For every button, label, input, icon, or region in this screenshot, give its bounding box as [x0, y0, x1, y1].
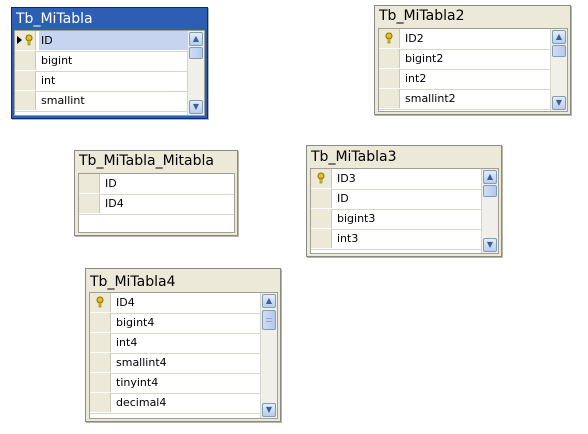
table-tb-mitabla2[interactable]: Tb_MiTabla2 ID2 bigint2 int2 smallint2 ▲: [374, 5, 571, 115]
column-row[interactable]: ID4: [90, 293, 277, 314]
column-name: ID: [105, 177, 117, 190]
scroll-up-arrow-icon[interactable]: ▲: [262, 294, 276, 308]
column-row[interactable]: ID3: [311, 169, 498, 190]
row-selector[interactable]: [311, 169, 332, 188]
key-icon: [25, 34, 33, 46]
row-selector[interactable]: [90, 313, 111, 332]
scroll-thumb[interactable]: [483, 185, 497, 197]
table-title[interactable]: Tb_MiTabla_Mitabla: [79, 153, 214, 169]
row-selector[interactable]: [90, 293, 111, 312]
column-row[interactable]: bigint2: [379, 49, 567, 70]
column-row[interactable]: bigint3: [311, 209, 498, 230]
table-tb-mitabla3[interactable]: Tb_MiTabla3 ID3 ID bigint3 int3 ▲: [306, 145, 502, 257]
column-name: bigint4: [116, 316, 155, 329]
table-tb-mitabla-mitabla[interactable]: Tb_MiTabla_Mitabla ID ID4: [74, 150, 238, 236]
scroll-up-arrow-icon[interactable]: ▲: [552, 30, 566, 44]
column-name: int4: [116, 336, 138, 349]
vertical-scrollbar[interactable]: ▲ ▼: [260, 293, 277, 418]
column-list[interactable]: ID2 bigint2 int2 smallint2 ▲ ▼: [378, 28, 568, 112]
column-name: int3: [337, 232, 359, 245]
column-name: ID4: [105, 197, 124, 210]
table-title[interactable]: Tb_MiTabla2: [379, 8, 465, 24]
row-selector[interactable]: [15, 91, 36, 110]
column-name: smallint2: [405, 92, 456, 105]
scroll-thumb[interactable]: [552, 45, 566, 57]
row-selector[interactable]: [379, 89, 400, 108]
column-row[interactable]: ID: [79, 174, 234, 195]
table-tb-mitabla[interactable]: Tb_MiTabla ID bigint int smallint ▲: [11, 7, 208, 119]
column-row[interactable]: ID2: [379, 29, 567, 50]
column-row[interactable]: int4: [90, 333, 277, 354]
column-name: ID: [39, 31, 204, 50]
row-selector[interactable]: [90, 333, 111, 352]
column-row[interactable]: int: [15, 71, 204, 92]
column-list[interactable]: ID3 ID bigint3 int3 ▲ ▼: [310, 168, 499, 254]
column-name: ID: [337, 192, 349, 205]
column-name: decimal4: [116, 396, 167, 409]
vertical-scrollbar[interactable]: ▲ ▼: [550, 29, 567, 111]
row-selector[interactable]: [15, 51, 36, 70]
column-name: bigint3: [337, 212, 376, 225]
column-name: tinyint4: [116, 376, 159, 389]
thumb-grip: [266, 318, 272, 319]
column-row[interactable]: ID4: [79, 194, 234, 215]
column-row[interactable]: smallint2: [379, 89, 567, 110]
row-selector[interactable]: [15, 31, 36, 50]
column-name: bigint2: [405, 52, 444, 65]
column-list[interactable]: ID bigint int smallint ▲ ▼: [14, 30, 205, 116]
column-name: ID4: [116, 296, 135, 309]
column-name: int2: [405, 72, 427, 85]
key-icon: [385, 32, 393, 44]
scroll-thumb[interactable]: [262, 310, 276, 330]
row-selector[interactable]: [379, 29, 400, 48]
row-selector[interactable]: [90, 373, 111, 392]
row-selector[interactable]: [15, 71, 36, 90]
column-row[interactable]: smallint4: [90, 353, 277, 374]
scroll-up-arrow-icon[interactable]: ▲: [189, 32, 203, 46]
column-name: bigint: [41, 54, 73, 67]
column-row[interactable]: int2: [379, 69, 567, 90]
column-name: ID3: [337, 172, 356, 185]
scroll-down-arrow-icon[interactable]: ▼: [262, 403, 276, 417]
table-tb-mitabla4[interactable]: Tb_MiTabla4 ID4 bigint4 int4 smallint4 t: [85, 268, 281, 422]
scroll-down-arrow-icon[interactable]: ▼: [483, 238, 497, 252]
column-name: smallint4: [116, 356, 167, 369]
row-pointer-icon: [17, 36, 22, 44]
row-selector[interactable]: [79, 174, 100, 193]
column-row[interactable]: ID: [15, 31, 204, 52]
column-row[interactable]: tinyint4: [90, 373, 277, 394]
column-name: smallint: [41, 94, 85, 107]
table-title[interactable]: Tb_MiTabla3: [311, 149, 397, 165]
column-row[interactable]: ID: [311, 189, 498, 210]
row-selector[interactable]: [90, 353, 111, 372]
table-title[interactable]: Tb_MiTabla: [16, 11, 93, 27]
column-name: ID2: [405, 32, 424, 45]
column-row[interactable]: bigint4: [90, 313, 277, 334]
column-row[interactable]: smallint: [15, 91, 204, 112]
row-selector[interactable]: [311, 189, 332, 208]
row-selector[interactable]: [379, 69, 400, 88]
row-selector[interactable]: [311, 229, 332, 248]
table-title[interactable]: Tb_MiTabla4: [90, 274, 176, 290]
scroll-thumb[interactable]: [189, 47, 203, 59]
scroll-down-arrow-icon[interactable]: ▼: [552, 96, 566, 110]
row-selector[interactable]: [79, 194, 100, 213]
column-row[interactable]: bigint: [15, 51, 204, 72]
vertical-scrollbar[interactable]: ▲ ▼: [187, 31, 204, 115]
column-list[interactable]: ID4 bigint4 int4 smallint4 tinyint4 deci…: [89, 292, 278, 419]
column-row[interactable]: int3: [311, 229, 498, 250]
column-list[interactable]: ID ID4: [78, 173, 235, 233]
thumb-grip: [266, 321, 272, 322]
column-name: int: [41, 74, 56, 87]
scroll-up-arrow-icon[interactable]: ▲: [483, 170, 497, 184]
vertical-scrollbar[interactable]: ▲ ▼: [481, 169, 498, 253]
column-row[interactable]: decimal4: [90, 393, 277, 414]
key-icon: [317, 172, 325, 184]
row-selector[interactable]: [311, 209, 332, 228]
row-selector[interactable]: [379, 49, 400, 68]
scroll-down-arrow-icon[interactable]: ▼: [189, 100, 203, 114]
row-selector[interactable]: [90, 393, 111, 412]
key-icon: [96, 296, 104, 308]
